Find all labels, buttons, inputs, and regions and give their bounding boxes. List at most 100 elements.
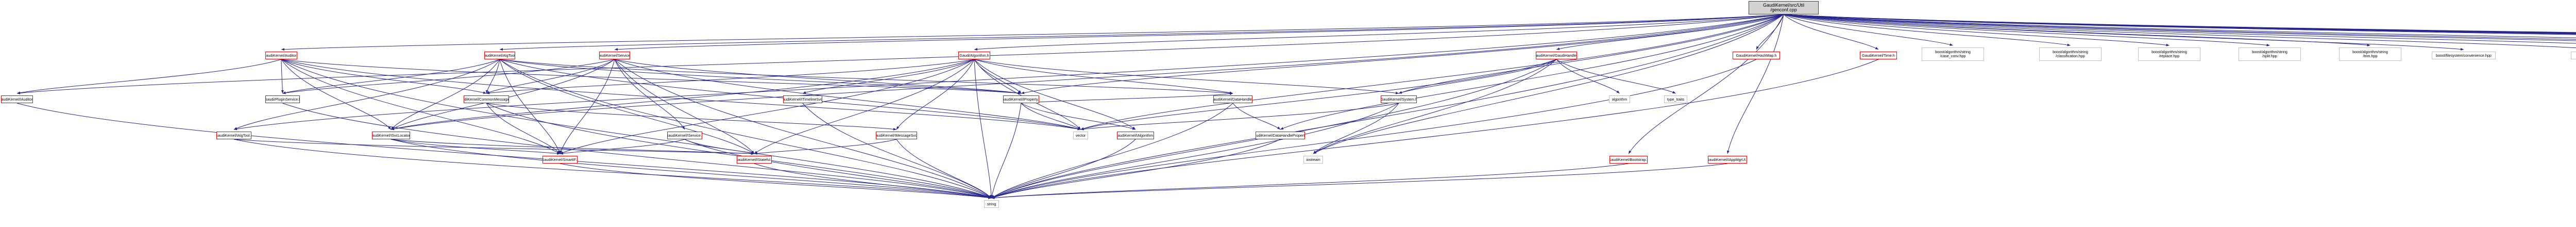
graph-node-appmgrui[interactable]: GaudiKernel/IAppMgrUI.h	[1708, 156, 1747, 164]
graph-node-iservice[interactable]: GaudiKernel/IService.h	[667, 132, 702, 139]
graph-node-datahandleprop[interactable]: GaudiKernel/DataHandleProperty.h	[1256, 132, 1305, 139]
edge-group	[16, 14, 2576, 199]
graph-edge	[1232, 103, 1281, 130]
graph-edge	[560, 59, 615, 154]
graph-edge	[499, 14, 1784, 51]
graph-edge	[614, 59, 992, 199]
graph-edge	[991, 139, 1136, 199]
graph-node-string[interactable]: string	[984, 200, 999, 208]
graph-node-b_fs_conv[interactable]: boost/filesystem/convenience.hpp	[2432, 52, 2496, 59]
graph-node-b_classif[interactable]: boost/algorithm/string /classification.h…	[2039, 47, 2102, 61]
graph-edge	[1080, 59, 1557, 130]
graph-edge	[486, 59, 975, 94]
graph-edge	[1398, 14, 1784, 94]
graph-edge	[1783, 14, 2576, 35]
graph-node-b_case_conv[interactable]: boost/algorithm/string /case_conv.hpp	[1922, 47, 1984, 61]
graph-edge	[499, 59, 755, 154]
graph-edge	[486, 103, 897, 131]
graph-edge	[391, 59, 500, 130]
graph-node-algorithm_h[interactable]: Gaudi/Algorithm.h	[958, 52, 990, 59]
graph-edge	[1783, 14, 2071, 46]
graph-edge	[1313, 103, 1399, 154]
graph-edge	[282, 103, 992, 199]
graph-edge	[1398, 59, 1557, 94]
graph-edge	[391, 139, 992, 199]
graph-edge	[486, 103, 561, 154]
graph-node-isvclocator[interactable]: GaudiKernel/ISvcLocator.h	[372, 132, 410, 139]
graph-node-istateful[interactable]: GaudiKernel/IStateful.h	[737, 156, 772, 164]
graph-edge	[754, 139, 897, 155]
graph-node-ialgtool[interactable]: GaudiKernel/IAlgTool.h	[216, 132, 251, 139]
graph-edge	[391, 14, 1784, 131]
graph-edge	[991, 163, 1629, 199]
graph-node-datahandle[interactable]: GaudiKernel/DataHandle.h	[1213, 95, 1252, 103]
graph-node-iproperty[interactable]: GaudiKernel/IProperty.h	[1003, 95, 1039, 103]
graph-node-b_fs_exc[interactable]: boost/filesystem/exception.hpp	[2571, 52, 2576, 59]
graph-edge	[233, 14, 1784, 131]
graph-node-algtool[interactable]: GaudiKernel/AlgTool.h	[484, 52, 515, 59]
graph-edge	[1628, 14, 1784, 154]
graph-edge	[16, 59, 282, 94]
graph-edge	[991, 103, 1233, 199]
graph-node-time_h[interactable]: GaudiKernel/Time.h	[1860, 52, 1897, 59]
graph-edge	[281, 59, 992, 199]
graph-edge	[560, 59, 975, 154]
graph-edge	[281, 59, 1081, 131]
graph-edge	[499, 59, 1233, 94]
graph-edge	[233, 139, 992, 199]
graph-node-commonmessaging[interactable]: GaudiKernel/CommonMessaging.h	[464, 95, 509, 103]
graph-edge	[1783, 14, 2270, 46]
graph-node-iostream[interactable]: iostream	[1303, 156, 1323, 164]
graph-node-b_split[interactable]: boost/algorithm/string /split.hpp	[2239, 47, 2301, 61]
graph-edge	[282, 59, 500, 94]
graph-edge	[1783, 14, 2576, 38]
graph-edge	[614, 59, 1081, 130]
graph-edge	[896, 139, 992, 199]
graph-node-pluginservice[interactable]: Gaudi/PluginService.h	[265, 95, 300, 103]
graph-edge	[486, 103, 992, 199]
graph-edge	[391, 139, 561, 155]
graph-node-system_h[interactable]: GaudiKernel/System.h	[1381, 95, 1417, 103]
graph-edge	[974, 14, 1784, 51]
graph-node-service[interactable]: GaudiKernel/Service.h	[599, 52, 630, 59]
graph-node-itimelinesvc[interactable]: GaudiKernel/ITimelineSvc.h	[783, 95, 822, 103]
graph-node-root[interactable]: GaudiKernel/src/Util /genconf.cpp	[1749, 1, 1819, 14]
graph-edge	[281, 14, 1784, 51]
graph-node-iauditor[interactable]: GaudiKernel/IAuditor.h	[1, 95, 33, 103]
graph-node-auditor[interactable]: GaudiKernel/Auditor.h	[265, 52, 297, 59]
graph-edge	[1021, 92, 1233, 104]
graph-edge	[1783, 14, 1953, 46]
graph-node-hashmap[interactable]: GaudiKernel/HashMap.h	[1733, 52, 1780, 59]
graph-edge	[281, 59, 392, 130]
graph-edge	[391, 139, 755, 155]
graph-edge	[1783, 14, 2576, 48]
graph-edge	[974, 59, 1136, 130]
graph-edge	[684, 139, 992, 199]
graph-edge	[486, 59, 500, 94]
graph-edge	[1783, 14, 2170, 46]
graph-edge	[281, 59, 487, 94]
graph-node-imessagesvc[interactable]: GaudiKernel/IMessageSvc.h	[876, 132, 917, 139]
graph-edge	[896, 59, 975, 130]
graph-edge	[614, 14, 1784, 51]
graph-node-ialgorithm[interactable]: GaudiKernel/IAlgorithm.h	[1117, 132, 1154, 139]
graph-edge	[1783, 14, 2576, 34]
graph-node-algorithm_std[interactable]: algorithm	[1609, 95, 1630, 103]
graph-node-smartif[interactable]: GaudiKernel/SmartIF.h	[543, 156, 578, 164]
graph-edge	[1021, 103, 1081, 130]
graph-node-b_replace[interactable]: boost/algorithm/string /replace.hpp	[2138, 47, 2200, 61]
graph-edge	[1783, 14, 2576, 40]
graph-node-gaudihandle[interactable]: GaudiKernel/GaudiHandle.h	[1536, 52, 1577, 59]
graph-node-vector[interactable]: vector	[1073, 132, 1088, 139]
graph-edge	[499, 59, 992, 199]
graph-edge	[560, 139, 685, 155]
graph-edge	[282, 59, 615, 94]
graph-node-bootstrap[interactable]: GaudiKernel/Bootstrap.h	[1609, 156, 1648, 164]
graph-edge	[1783, 14, 2576, 34]
graph-edge	[1783, 14, 2576, 34]
graph-node-b_trim[interactable]: boost/algorithm/string /trim.hpp	[2339, 47, 2401, 61]
graph-edge	[802, 59, 975, 94]
graph-node-type_traits[interactable]: type_traits	[1664, 95, 1687, 103]
